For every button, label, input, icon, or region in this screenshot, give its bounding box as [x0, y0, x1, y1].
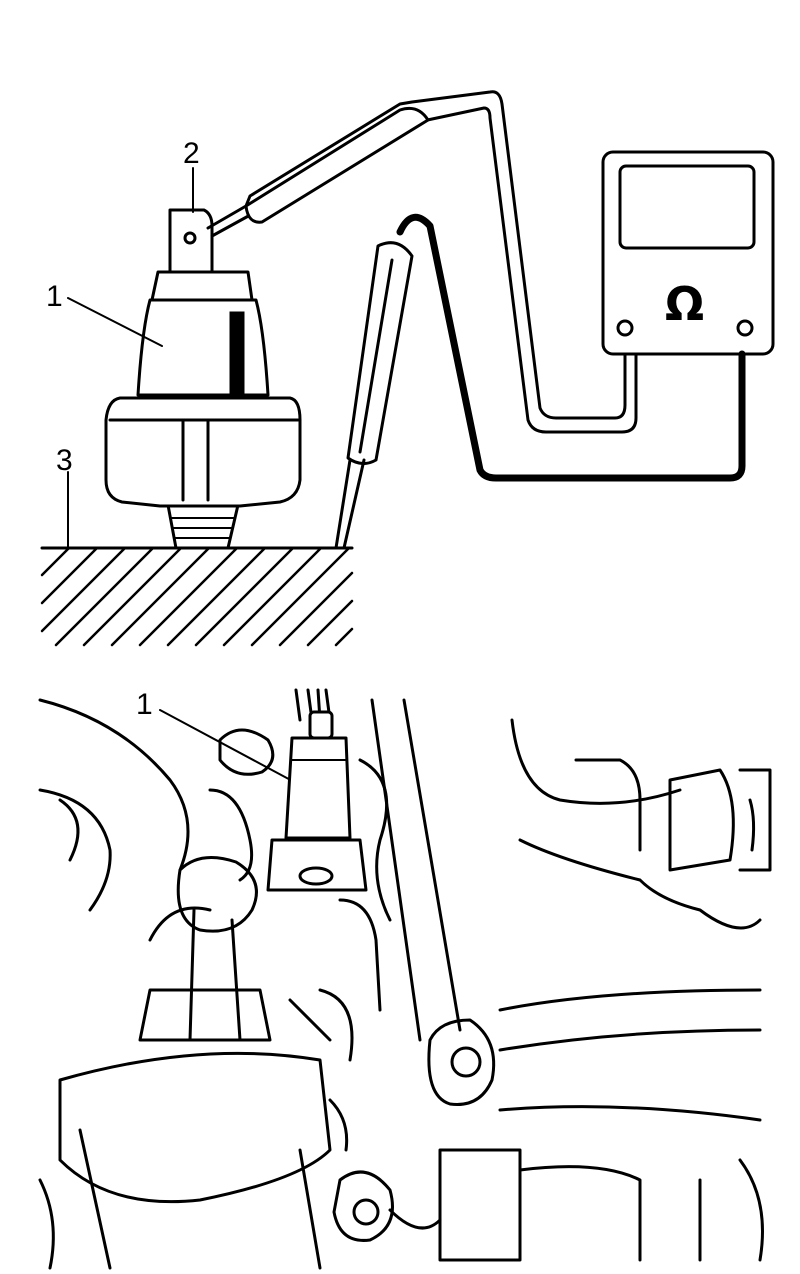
- bottom-diagram: 1: [38, 688, 772, 1270]
- callout-2: 2: [183, 137, 200, 170]
- probe-lead-positive: [206, 90, 638, 434]
- meter-terminal-right: [736, 319, 754, 337]
- switch-hex: [104, 396, 302, 508]
- ohm-symbol: Ω: [665, 277, 704, 331]
- leader-1-bottom: [159, 709, 299, 785]
- switch-thread: [166, 503, 240, 550]
- sensor-body: [284, 736, 352, 840]
- sensor-hex: [266, 838, 368, 892]
- ohmmeter-display: [618, 164, 756, 250]
- surface-hatching: [40, 546, 354, 647]
- switch-terminal: [168, 208, 214, 274]
- body-shadow: [229, 311, 245, 395]
- callout-1-top: 1: [46, 280, 63, 313]
- sensor-wires: [294, 688, 332, 722]
- probe-handle-lower: [346, 241, 414, 465]
- probe-handle-upper: [244, 106, 430, 224]
- engine-outline: [38, 698, 772, 1270]
- pressure-switch: [104, 208, 302, 550]
- callout-1-bottom: 1: [136, 688, 153, 721]
- probe-lead-ground: [334, 213, 746, 550]
- leader-1: [67, 297, 163, 347]
- switch-collar: [150, 270, 254, 302]
- mounting-surface: [40, 546, 354, 647]
- sensor-connector: [308, 710, 334, 740]
- probe-tip-lower: [334, 458, 366, 550]
- top-diagram: Ω 2 1 3: [40, 90, 775, 647]
- installed-sensor: [266, 688, 368, 892]
- switch-body: [136, 298, 270, 397]
- terminal-hole: [183, 231, 197, 245]
- ohmmeter: Ω: [601, 150, 775, 356]
- meter-terminal-left: [616, 319, 634, 337]
- callout-3: 3: [56, 444, 73, 477]
- ohmmeter-body: [601, 150, 775, 356]
